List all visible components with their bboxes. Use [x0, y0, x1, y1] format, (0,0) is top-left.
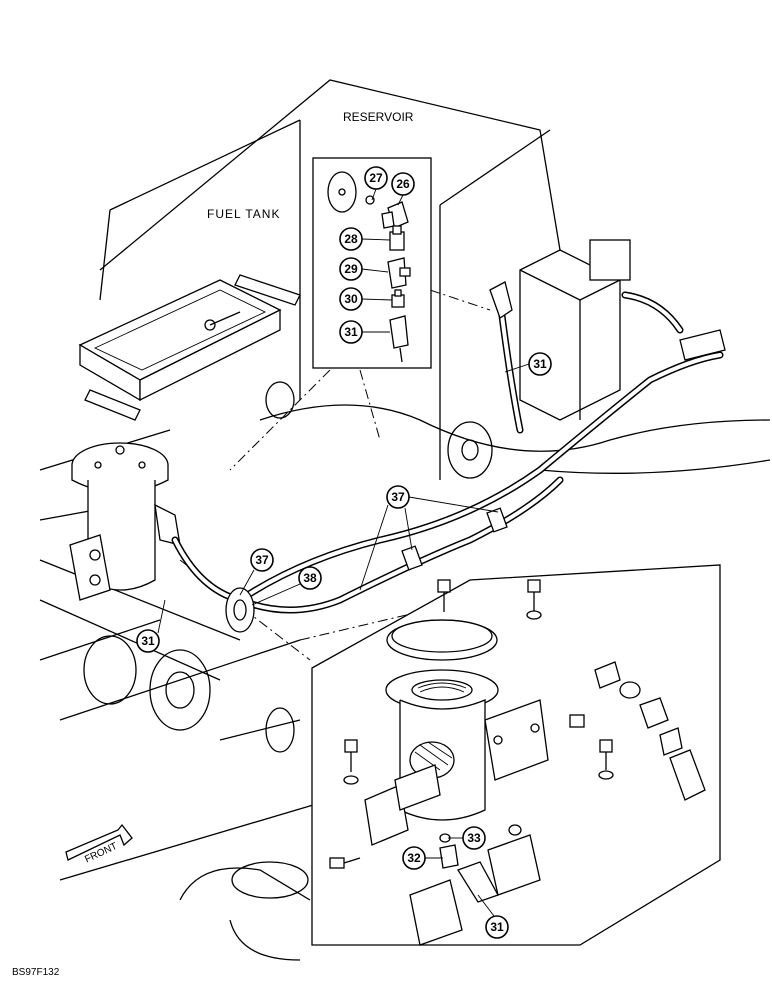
callout-33: 33 — [462, 826, 486, 850]
machine-frame-outline — [39, 79, 771, 961]
svg-text:31: 31 — [141, 634, 155, 648]
callout-27: 27 — [364, 166, 388, 190]
label-fuel-tank: FUEL TANK — [207, 207, 280, 221]
svg-text:29: 29 — [344, 262, 358, 276]
callout-26: 26 — [391, 172, 415, 196]
drip-tray — [78, 274, 301, 421]
callout-31-left: 31 — [136, 629, 160, 653]
svg-text:31: 31 — [490, 920, 504, 934]
svg-text:28: 28 — [344, 232, 358, 246]
hoses — [171, 281, 726, 633]
callout-29: 29 — [339, 257, 363, 281]
svg-text:26: 26 — [396, 177, 410, 191]
label-reservoir: RESERVOIR — [343, 110, 414, 124]
svg-text:38: 38 — [303, 571, 317, 585]
callout-30: 30 — [339, 287, 363, 311]
callout-31-right: 31 — [528, 352, 552, 376]
callout-37-top: 37 — [386, 485, 410, 509]
svg-text:31: 31 — [344, 325, 358, 339]
detail-filter-box — [311, 564, 721, 946]
callout-37-left: 37 — [250, 548, 274, 572]
callout-31-bottom: 31 — [485, 915, 509, 939]
inset-fittings-box — [312, 157, 432, 369]
svg-text:27: 27 — [369, 171, 383, 185]
svg-text:37: 37 — [391, 490, 405, 504]
callout-38: 38 — [298, 566, 322, 590]
callout-31-inset: 31 — [339, 320, 363, 344]
callout-32: 32 — [402, 846, 426, 870]
svg-text:37: 37 — [255, 553, 269, 567]
filter-housing-left — [69, 442, 181, 601]
callout-28: 28 — [339, 227, 363, 251]
callout-leaders — [157, 188, 530, 917]
svg-text:33: 33 — [467, 831, 481, 845]
drawing-id: BS97F132 — [12, 967, 60, 978]
svg-text:32: 32 — [407, 851, 421, 865]
front-arrow — [65, 823, 133, 861]
svg-text:30: 30 — [344, 292, 358, 306]
svg-text:31: 31 — [533, 357, 547, 371]
